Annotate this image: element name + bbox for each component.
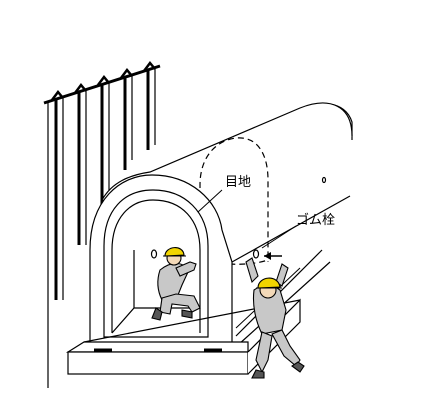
- rubber-plug-leader-line: [261, 225, 297, 249]
- culvert-front-face: [89, 174, 233, 351]
- plug-hole-far: [321, 176, 327, 184]
- joint-label: 目地: [225, 175, 251, 190]
- sheet-pile-wall: [43, 60, 161, 388]
- annotations: [197, 189, 297, 260]
- plug-hole-left: [150, 249, 158, 259]
- plug-holes: [150, 176, 327, 259]
- joint-leader-line: [197, 189, 223, 213]
- rubber-plug-label: ゴム栓: [296, 212, 335, 228]
- worker-kneeling-icon: [151, 247, 201, 321]
- worker-standing-icon: [245, 257, 305, 379]
- plug-hole-right: [252, 249, 260, 259]
- joint-dashed-outline: [199, 137, 269, 265]
